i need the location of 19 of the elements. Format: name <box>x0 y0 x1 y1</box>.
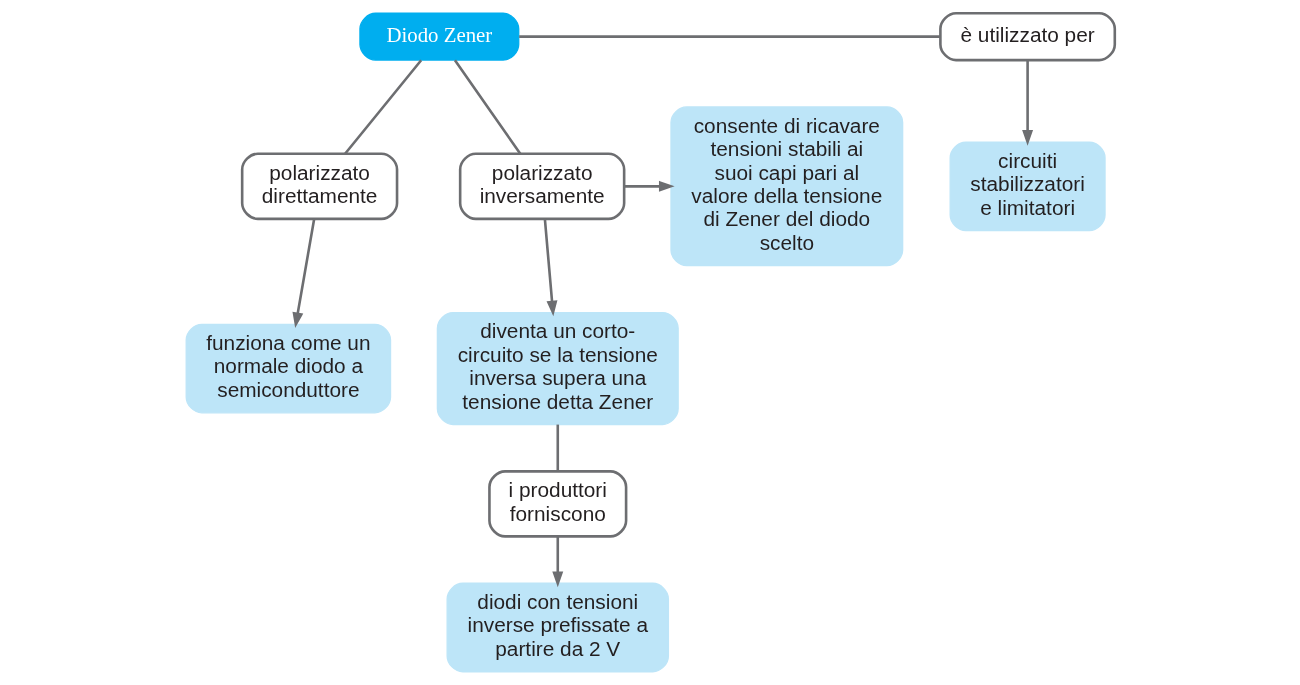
node-box: consente di ricavare tensioni stabili ai suoi capi pari al valore della tensione di Zener del diodo scelto <box>669 106 903 267</box>
node-box: diventa un corto-circuito se la tensione inversa supera una tensione detta Zener <box>436 311 679 426</box>
node-box: è utilizzato per <box>938 11 1116 62</box>
connector <box>518 35 940 38</box>
arrow <box>543 218 557 317</box>
connector <box>555 424 559 472</box>
node-box: diodi con tensioni inverse prefissate a partire da 2 V <box>446 582 669 673</box>
arrow <box>291 218 315 329</box>
arrow <box>1021 60 1033 146</box>
arrow <box>623 180 675 192</box>
node-box: circuiti stabilizzatori e limitatori <box>949 141 1106 232</box>
arrow <box>551 537 563 588</box>
node-box: polarizzato inversamente <box>458 152 625 221</box>
node-box: i produttori forniscono <box>487 470 627 538</box>
connector <box>343 59 422 155</box>
node-box: funziona come un normale diodo a semiconduttore <box>185 323 391 414</box>
node-box: polarizzato direttamente <box>240 152 398 221</box>
node-box: Diodo Zener <box>358 12 519 61</box>
connector <box>453 59 521 155</box>
